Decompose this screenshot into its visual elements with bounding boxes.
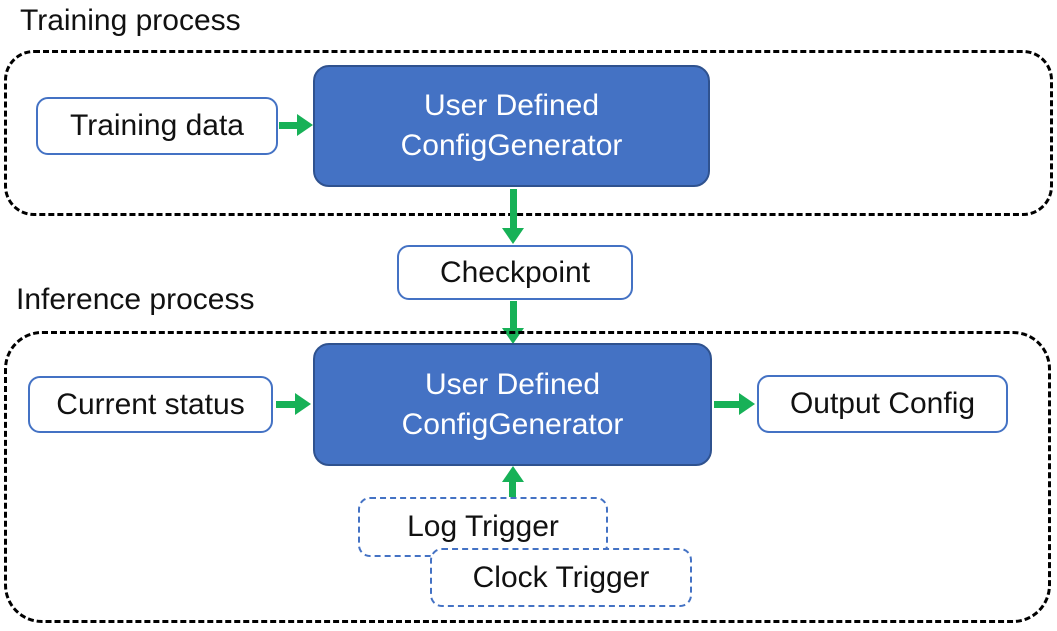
clock-trigger-box: Clock Trigger [430, 548, 692, 607]
checkpoint-label: Checkpoint [439, 255, 591, 289]
training-config-generator-box: User Defined ConfigGenerator [313, 65, 710, 187]
training-data-box: Training data [36, 97, 278, 155]
arrow-head [502, 228, 524, 244]
output-config-label: Output Config [789, 387, 976, 420]
arrow-head [502, 466, 524, 482]
training-config-generator-line1: User Defined [423, 89, 600, 123]
arrow-head [739, 393, 755, 415]
inference-config-generator-line1: User Defined [424, 367, 601, 401]
clock-trigger-label: Clock Trigger [472, 560, 650, 594]
arrow-shaft [279, 122, 299, 129]
log-trigger-label: Log Trigger [407, 510, 559, 543]
inference-process-label: Inference process [16, 283, 255, 316]
arrow-shaft [276, 401, 297, 408]
arrow-shaft [714, 401, 741, 408]
arrow-head [297, 114, 313, 136]
inference-process-container [4, 331, 1051, 623]
training-config-generator-line2: ConfigGenerator [400, 129, 623, 162]
output-config-box: Output Config [757, 375, 1008, 433]
arrow-head [295, 393, 311, 415]
checkpoint-box: Checkpoint [397, 245, 633, 300]
arrow-shaft [510, 189, 517, 230]
inference-config-generator-line2: ConfigGenerator [401, 407, 624, 441]
training-process-container [4, 50, 1053, 216]
arrow-shaft [509, 480, 516, 497]
inference-config-generator-box: User Defined ConfigGenerator [313, 343, 712, 466]
log-trigger-box: Log Trigger [358, 497, 608, 557]
current-status-box: Current status [28, 376, 273, 433]
current-status-label: Current status [56, 387, 245, 421]
training-process-label: Training process [20, 4, 241, 37]
training-data-label: Training data [70, 109, 244, 142]
arrow-shaft [510, 301, 517, 330]
